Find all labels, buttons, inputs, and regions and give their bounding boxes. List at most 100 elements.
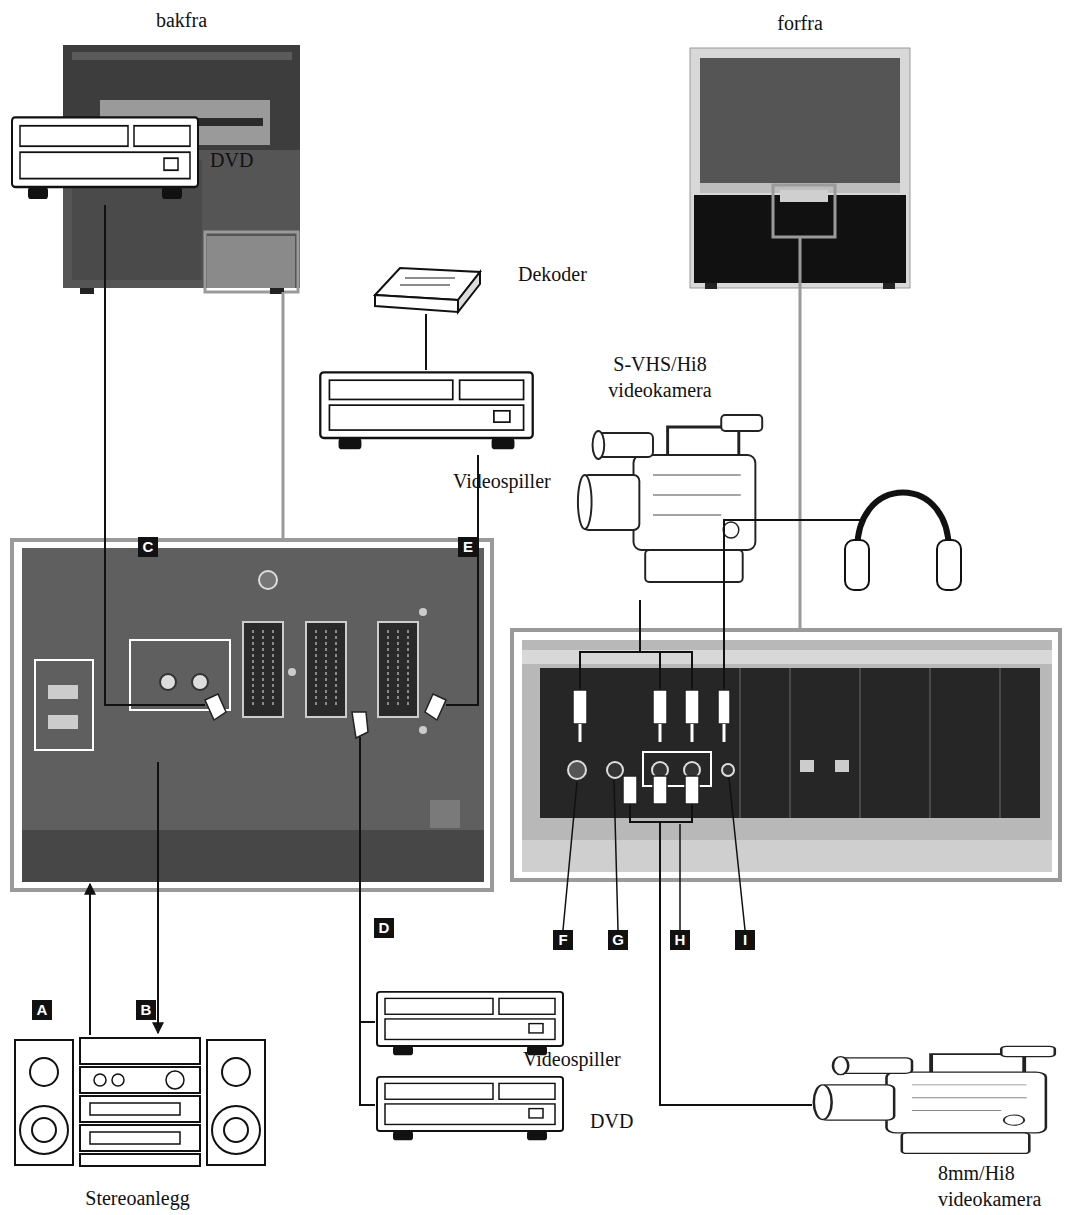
speaker-terminal-box [35, 660, 93, 750]
headphone-cup [937, 540, 961, 590]
camcorder: S-VHS/Hi8 videokamera [575, 405, 770, 600]
speaker-cone [224, 1118, 248, 1142]
device-label: Videospiller [453, 468, 583, 494]
svideo-jack [568, 761, 586, 779]
speaker [15, 1040, 73, 1165]
callout-letter: A [32, 1000, 52, 1020]
plug [718, 690, 730, 724]
dvd-player: DVD [375, 1075, 565, 1145]
dvd-player [12, 117, 198, 199]
speaker-cone [222, 1058, 250, 1086]
scart-plug [425, 694, 446, 720]
stereo-unit [80, 1154, 200, 1166]
screw [419, 608, 427, 616]
headphone-jack [722, 764, 734, 776]
decoder-detail [400, 278, 455, 285]
callout-letter: E [458, 537, 478, 557]
scart-plug [205, 694, 226, 720]
panel-button [835, 760, 849, 772]
speaker [207, 1040, 265, 1165]
scart-plug [352, 712, 368, 738]
camcorder [578, 415, 762, 582]
zoom-highlight [773, 185, 835, 237]
panel-seam [740, 668, 1000, 818]
video-player [377, 992, 563, 1055]
stereo-knob [166, 1071, 184, 1089]
tv-front-panel [780, 190, 828, 202]
tv-back: bakfra [63, 45, 300, 292]
stereo-unit [80, 1038, 200, 1064]
zoom-frame [12, 540, 492, 890]
zoom-frame [512, 630, 1060, 880]
stereo-deck [90, 1132, 180, 1144]
back-panel-strip [22, 830, 484, 882]
av-cable [630, 802, 812, 1105]
zoom-line [799, 237, 802, 630]
dvd-player [377, 1077, 563, 1140]
device-label: DVD [590, 1108, 650, 1134]
rca-jack [607, 762, 623, 778]
tv-foot [705, 283, 717, 289]
screw [288, 668, 296, 676]
dvd-player: DVD [10, 115, 200, 205]
stereo-unit [80, 1125, 200, 1151]
plug [573, 690, 587, 724]
speaker-terminal [48, 685, 78, 699]
stereo-deck [90, 1103, 180, 1115]
plug [653, 690, 667, 724]
connector-line [425, 314, 427, 370]
scart-cable [360, 737, 375, 1105]
speaker-terminal [48, 715, 78, 729]
zoom-line [282, 292, 285, 540]
scart-cable [105, 205, 205, 705]
panel-socket [430, 800, 460, 828]
plug [685, 690, 699, 724]
callout-letter: D [374, 918, 394, 938]
front-panel-photo [522, 640, 1052, 872]
speaker-cone [30, 1058, 58, 1086]
plug [685, 776, 699, 804]
video-player [320, 372, 532, 449]
front-panel-base [522, 840, 1052, 872]
audio-cable [89, 884, 91, 1035]
stereo-unit [80, 1067, 200, 1093]
decoder-box: Dekoder [372, 266, 480, 314]
tv-foot [883, 283, 895, 289]
callout-letter: G [608, 930, 628, 950]
stereo-system: Stereoanlegg [10, 1035, 265, 1165]
scart-pins [253, 630, 408, 708]
stereo-unit [80, 1096, 200, 1122]
speaker-cone [32, 1118, 56, 1142]
plug [653, 776, 667, 804]
stereo-knob [112, 1074, 124, 1086]
device-label: Dekoder [518, 261, 618, 287]
device-label: forfra [690, 10, 910, 36]
rca-jack [192, 674, 208, 690]
tv-back-vent [72, 52, 292, 60]
callout-letter: C [138, 537, 158, 557]
audio-cable [157, 762, 159, 1033]
device-label: Stereoanlegg [10, 1185, 265, 1211]
plug [623, 776, 637, 804]
stereo-knob [94, 1074, 106, 1086]
camcorder: 8mm/Hi8 videokamera [810, 1040, 1065, 1165]
decoder-front [375, 295, 458, 312]
decoder-side [458, 272, 480, 312]
av-cable [580, 600, 692, 690]
device-label: 8mm/Hi8 videokamera [938, 1160, 1063, 1212]
tv-back-panel [207, 236, 295, 288]
video-player: Videospiller [375, 990, 565, 1060]
back-panel-photo [22, 548, 484, 882]
tv-front-screen [700, 58, 900, 183]
device-label: DVD [210, 147, 270, 173]
callout-letter: F [553, 930, 573, 950]
device-label: Videospiller [523, 1046, 653, 1072]
headphone-band [857, 493, 948, 561]
speaker-cone [20, 1106, 68, 1154]
callout-letter: H [670, 930, 690, 950]
video-player: Videospiller [318, 370, 535, 455]
screw [419, 726, 427, 734]
rca-jack [160, 674, 176, 690]
device-label: bakfra [63, 7, 300, 33]
